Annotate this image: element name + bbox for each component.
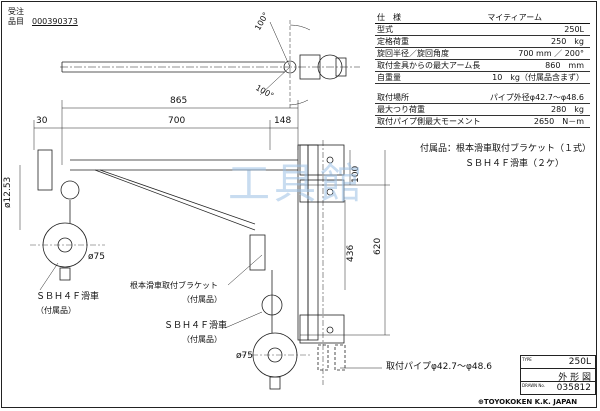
dim-700: 700 <box>168 116 186 126</box>
fuzoku-label-mid2: （付属品） <box>182 335 222 344</box>
title-kind-row: 外 形 図 <box>521 369 595 383</box>
arm-side-view <box>37 149 298 271</box>
leader-lines <box>39 254 382 369</box>
spec-row: 取付場所パイプ外径φ42.7～φ48.6 <box>375 92 590 104</box>
dim-436: 436 <box>346 244 356 262</box>
item-number: 000390373 <box>32 17 78 26</box>
pulley-left <box>30 180 105 281</box>
dimension-lines <box>19 100 390 336</box>
title-drawing-no: 035812 <box>556 383 591 393</box>
pipe-label: 取付パイプφ42.7～φ48.6 <box>386 362 492 372</box>
sbh-label-left: ＳＢＨ４Ｆ滑車 <box>36 292 100 302</box>
company-logo-text: ⊕TOYOKOKEN K.K. JAPAN <box>478 398 578 406</box>
title-kind: 外 形 図 <box>558 373 591 383</box>
fuzoku-label-left: （付属品） <box>36 306 76 315</box>
dim-620: 620 <box>373 237 383 255</box>
item-number-label: 品目 <box>8 17 24 26</box>
bracket-label: 根本滑車取付ブラケット <box>130 281 218 290</box>
dim-12-53: ø12.53 <box>3 176 13 208</box>
dim-865: 865 <box>170 96 188 106</box>
order-label: 受注 <box>8 7 24 16</box>
dim-75-center: ø75 <box>236 351 253 361</box>
accessory-note: 付属品：根本滑車取付ブラケット（１式） <box>420 144 592 154</box>
pulley-center <box>240 270 310 390</box>
plan-view <box>60 20 360 110</box>
dim-30: 30 <box>36 116 48 126</box>
pulley-count-note: ＳＢＨ４Ｆ滑車（２ケ） <box>465 159 565 169</box>
dim-148: 148 <box>274 116 292 126</box>
fuzoku-label-mid: （付属品） <box>182 295 222 304</box>
mount-post <box>297 140 346 385</box>
dim-75-left: ø75 <box>88 252 105 262</box>
title-type: 250L <box>568 357 591 367</box>
watermark: 工具館 <box>228 159 367 208</box>
spec-header: 仕 様 マイティアーム <box>375 12 590 24</box>
title-drawing-row: DRAWN No.035812 <box>522 383 591 393</box>
sbh-label-mid: ＳＢＨ４Ｆ滑車 <box>164 321 228 331</box>
